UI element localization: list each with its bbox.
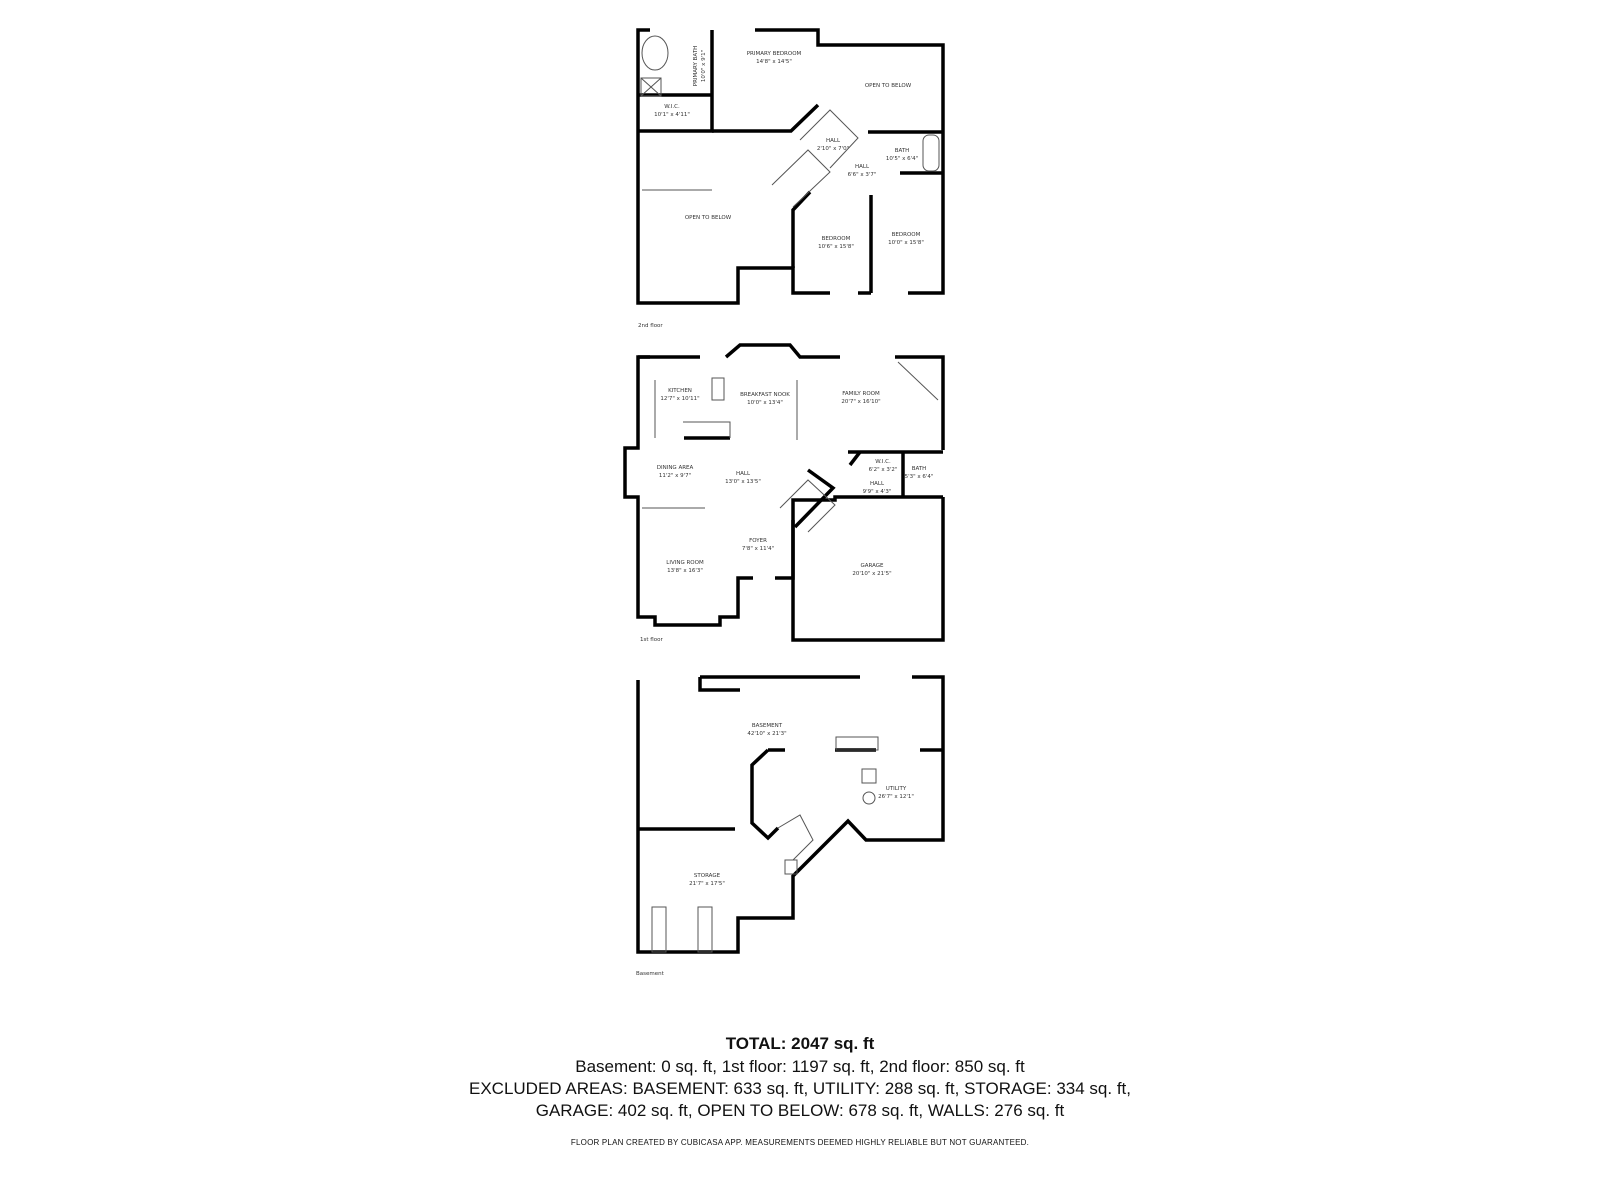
second-floor-walls <box>636 28 945 305</box>
floor-label-1st: 1st floor <box>640 637 663 643</box>
room-label: W.I.C.10'1" x 4'11" <box>654 104 690 118</box>
total-area: TOTAL: 2047 sq. ft <box>725 1034 875 1053</box>
room-label: OPEN TO BELOW <box>684 215 732 221</box>
excluded-areas: EXCLUDED AREAS: BASEMENT: 633 sq. ft, UT… <box>469 1079 1131 1098</box>
room-label: OPEN TO BELOW <box>864 83 912 89</box>
room-label: W.I.C.6'2" x 3'2" <box>868 459 898 473</box>
excluded-areas-cont: GARAGE: 402 sq. ft, OPEN TO BELOW: 678 s… <box>535 1101 1065 1120</box>
basement-walls <box>636 675 945 954</box>
first-floor-walls <box>623 343 945 642</box>
disclaimer: FLOOR PLAN CREATED BY CUBICASA APP. MEAS… <box>570 1138 1030 1147</box>
floor-label-2nd: 2nd floor <box>638 323 663 329</box>
floor-areas: Basement: 0 sq. ft, 1st floor: 1197 sq. … <box>575 1057 1025 1076</box>
floor-label-basement: Basement <box>636 971 664 977</box>
